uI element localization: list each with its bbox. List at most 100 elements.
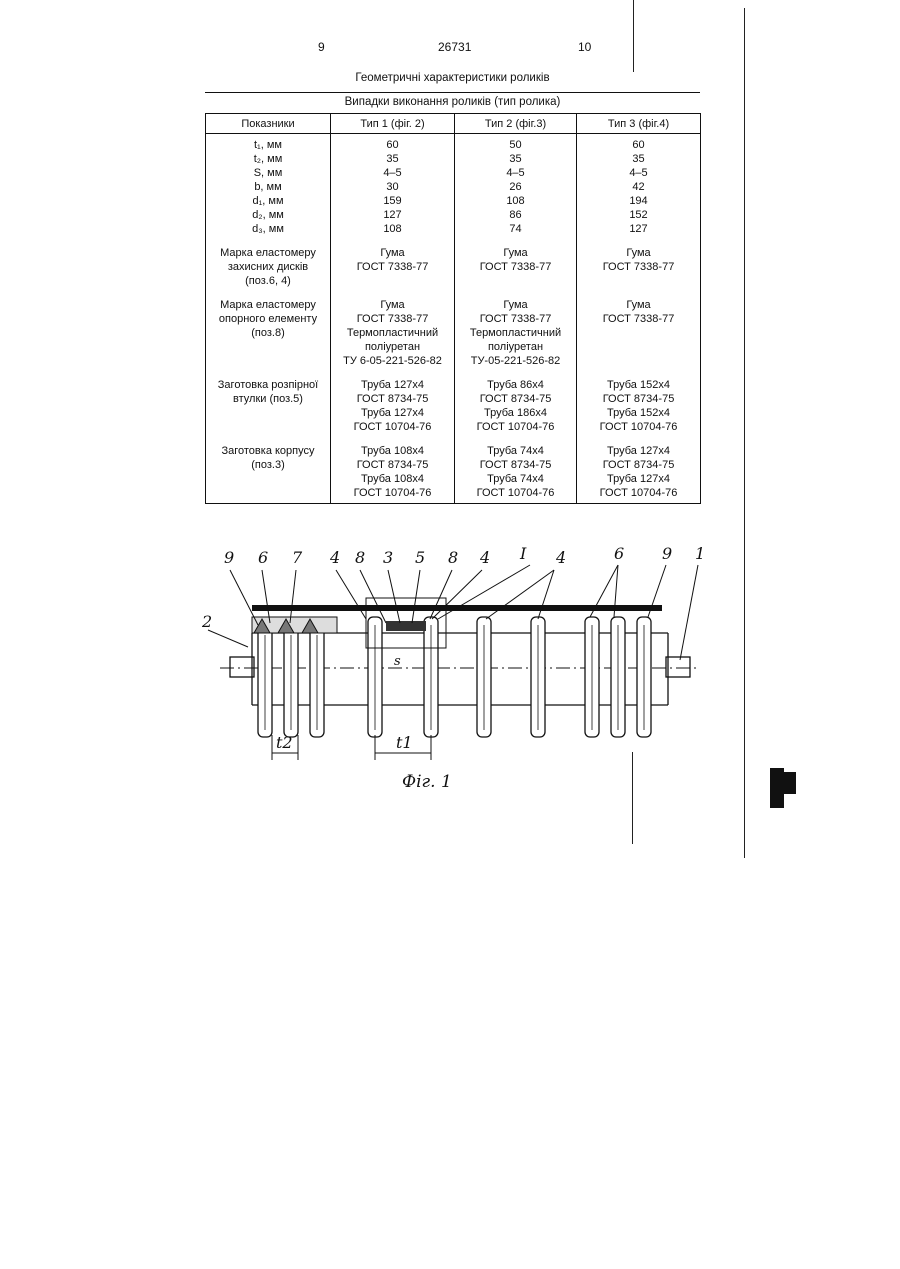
cell-value: Гума: [457, 298, 574, 312]
scan-artifact-mark: [770, 768, 800, 808]
cell-value: Гума: [333, 298, 452, 312]
cell-value: 35: [333, 152, 452, 166]
cell-value: Труба 127х4: [579, 444, 698, 458]
dim-label: d₂, мм: [208, 208, 328, 222]
cell-value: 159: [333, 194, 452, 208]
callout-label: 7: [292, 548, 303, 567]
cell-value: ГОСТ 7338-77: [333, 312, 452, 326]
cell-value: Гума: [457, 246, 574, 260]
cell-value: Термопластичний: [457, 326, 574, 340]
row-label: Заготовка розпірної: [208, 378, 328, 392]
cell-value: 60: [579, 138, 698, 152]
cell-value: ГОСТ 10704-76: [457, 420, 574, 434]
row-label: втулки (поз.5): [208, 392, 328, 406]
dimension-label: t1: [396, 733, 413, 752]
cell-value: 60: [333, 138, 452, 152]
column-header: Показники: [206, 114, 331, 134]
cell-value: 127: [333, 208, 452, 222]
cell-value: ГОСТ 10704-76: [579, 486, 698, 500]
table-title: Геометричні характеристики роликів: [205, 72, 700, 84]
characteristics-table: Показники Тип 1 (фіг. 2) Тип 2 (фіг.3) Т…: [205, 113, 701, 504]
cell-value: ГОСТ 7338-77: [457, 312, 574, 326]
callout-label: 4: [479, 548, 490, 567]
cell-value: Труба 74х4: [457, 444, 574, 458]
cell-value: поліуретан: [333, 340, 452, 354]
spacer-sleeve: [386, 621, 426, 631]
cell-value: 42: [579, 180, 698, 194]
cell-value: 108: [333, 222, 452, 236]
dim-label: S, мм: [208, 166, 328, 180]
dim-label: d₁, мм: [208, 194, 328, 208]
row-label: (поз.3): [208, 458, 328, 472]
callout-label: 5: [415, 548, 425, 567]
cell-value: ГОСТ 10704-76: [579, 420, 698, 434]
cell-value: ГОСТ 8734-75: [457, 392, 574, 406]
row-label: (поз.8): [208, 326, 328, 340]
cell-value: ГОСТ 8734-75: [333, 392, 452, 406]
cell-value: Труба 127х4: [333, 406, 452, 420]
cell-value: ТУ 6-05-221-526-82: [333, 354, 452, 368]
cell-value: Труба 108х4: [333, 444, 452, 458]
table-row: Марка еластомеру захисних дисків (поз.6,…: [206, 246, 701, 288]
cell-value: 50: [457, 138, 574, 152]
roller-drawing: 9 6 7 4 8 3 5 8 4 I 4 6 9 1 2 t2 t1 s: [190, 535, 710, 785]
cell-value: 30: [333, 180, 452, 194]
patent-number: 26731: [438, 40, 471, 54]
cell-value: ГОСТ 7338-77: [579, 312, 698, 326]
cell-value: Труба 74х4: [457, 472, 574, 486]
table-row: t₁, мм t₂, мм S, мм b, мм d₁, мм d₂, мм …: [206, 134, 701, 237]
table-group-header: Випадки виконання роликів (тип ролика): [205, 96, 700, 108]
cell-value: 4–5: [457, 166, 574, 180]
left-shaft-end: [230, 657, 254, 677]
scan-edge-line: [633, 0, 634, 72]
cell-value: 152: [579, 208, 698, 222]
cell-value: 35: [579, 152, 698, 166]
callout-label: 6: [258, 548, 268, 567]
cell-value: Труба 108х4: [333, 472, 452, 486]
cell-value: ГОСТ 8734-75: [333, 458, 452, 472]
title-rule: [205, 92, 700, 93]
row-label: Заготовка корпусу: [208, 444, 328, 458]
cell-value: Труба 127х4: [579, 472, 698, 486]
cell-value: Труба 127х4: [333, 378, 452, 392]
cell-value: 26: [457, 180, 574, 194]
callout-label: 9: [224, 548, 234, 567]
cell-value: ГОСТ 10704-76: [457, 486, 574, 500]
cell-value: Гума: [579, 246, 698, 260]
cell-value: 4–5: [333, 166, 452, 180]
cell-value: поліуретан: [457, 340, 574, 354]
cell-value: Труба 152х4: [579, 406, 698, 420]
row-label: Марка еластомеру: [208, 246, 328, 260]
column-header: Тип 3 (фіг.4): [577, 114, 701, 134]
cell-value: Термопластичний: [333, 326, 452, 340]
cell-value: ГОСТ 7338-77: [333, 260, 452, 274]
cell-value: 108: [457, 194, 574, 208]
table-row: Марка еластомеру опорного елементу (поз.…: [206, 298, 701, 368]
figure-caption: Фіг. 1: [402, 772, 452, 792]
cell-value: ГОСТ 10704-76: [333, 486, 452, 500]
dimension-label: t2: [276, 733, 293, 752]
row-label: Марка еластомеру: [208, 298, 328, 312]
cell-value: 194: [579, 194, 698, 208]
callout-label: 6: [614, 544, 624, 563]
right-page-number: 10: [578, 40, 591, 54]
cell-value: 86: [457, 208, 574, 222]
callout-label: 9: [662, 544, 672, 563]
cell-value: ГОСТ 7338-77: [457, 260, 574, 274]
callout-label: 1: [695, 544, 705, 563]
dim-label: b, мм: [208, 180, 328, 194]
cell-value: 74: [457, 222, 574, 236]
table-row: Заготовка корпусу (поз.3) Труба 108х4 ГО…: [206, 444, 701, 504]
scan-edge-line: [744, 8, 745, 858]
cell-value: Гума: [333, 246, 452, 260]
callout-label: 3: [383, 548, 393, 567]
cell-value: 127: [579, 222, 698, 236]
cell-value: Труба 86х4: [457, 378, 574, 392]
cell-value: ГОСТ 8734-75: [579, 458, 698, 472]
table-row: Заготовка розпірної втулки (поз.5) Труба…: [206, 378, 701, 434]
cell-value: ГОСТ 10704-76: [333, 420, 452, 434]
column-header: Тип 1 (фіг. 2): [331, 114, 455, 134]
dim-label: d₃, мм: [208, 222, 328, 236]
left-page-number: 9: [318, 40, 325, 54]
cell-value: 4–5: [579, 166, 698, 180]
